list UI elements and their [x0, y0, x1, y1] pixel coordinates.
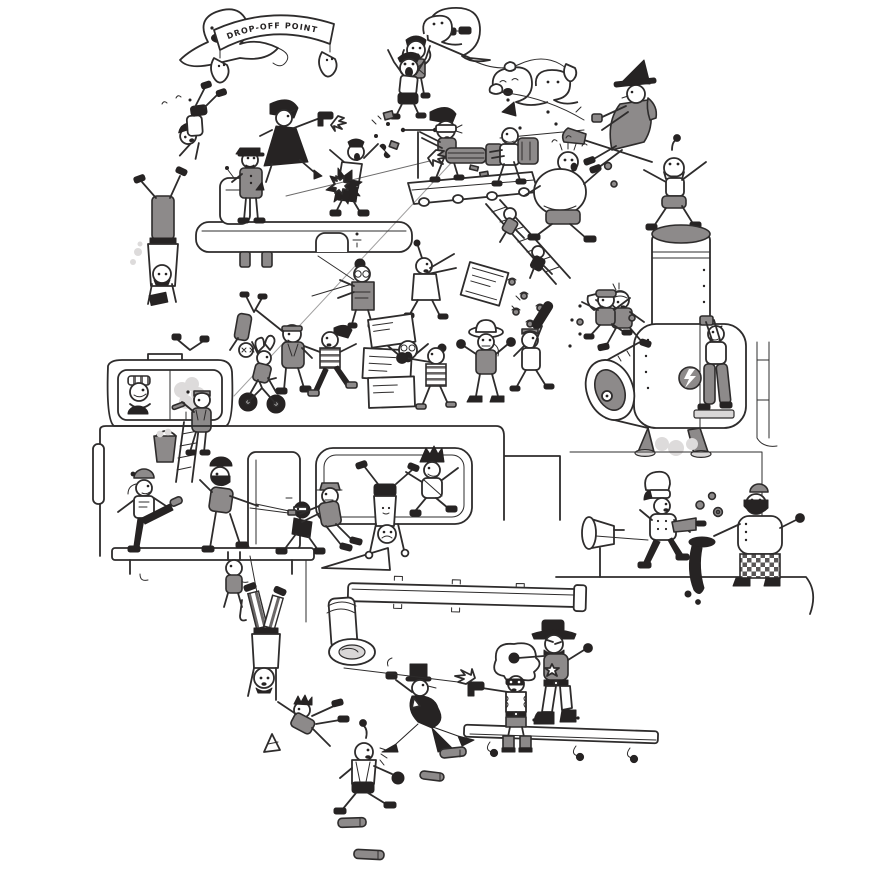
- sheriff: [508, 619, 593, 725]
- banner-ghost-left: [210, 57, 230, 84]
- stripe-puncher: [396, 343, 457, 410]
- lightning-badge: [678, 366, 702, 390]
- bullet-casings: [337, 746, 467, 861]
- muzzle-flash-icon: [454, 668, 476, 685]
- swung-kid: [229, 291, 268, 358]
- club-man: [509, 301, 555, 392]
- dropped-man: [387, 14, 463, 120]
- witch-body: [561, 59, 658, 174]
- minigunner: [233, 101, 539, 397]
- lightning-bolt-icon: [684, 369, 696, 388]
- muzzle-flash-icon: [427, 149, 448, 167]
- plank-fight: [111, 451, 391, 622]
- duel: [343, 619, 659, 764]
- truck-cab: [106, 333, 234, 483]
- mohawk-jumper: [405, 445, 459, 517]
- chef-cleaver: [637, 470, 724, 569]
- upper-platform: [195, 99, 413, 268]
- dandy: [381, 657, 475, 753]
- crate-thrower: [403, 239, 545, 337]
- duel-cart: [463, 723, 659, 764]
- cannon-boiler: [584, 224, 778, 459]
- fat-runner: [523, 135, 618, 243]
- grabbed-runner: [333, 719, 405, 815]
- banner-ghost-right: [318, 51, 338, 78]
- horn: [581, 516, 649, 578]
- pouf-gunslinger: [343, 642, 541, 753]
- witch: [488, 59, 658, 174]
- door-puller: [299, 482, 363, 552]
- strongman-swing: [229, 291, 313, 395]
- chef-stage: [555, 451, 815, 615]
- open-door: [247, 451, 301, 553]
- window-fighters: [299, 445, 459, 560]
- ghost-pair: [491, 63, 579, 106]
- hanging-man: [223, 551, 247, 622]
- rope-chain: [243, 555, 405, 815]
- bellhop: [219, 147, 266, 225]
- bottom-pipes: [326, 575, 588, 666]
- handstand-man: [130, 166, 188, 307]
- handstand-fighter: [355, 460, 420, 560]
- cyclist: [238, 334, 286, 414]
- running-girl: [303, 324, 358, 397]
- driver: [127, 375, 151, 415]
- sheriff-star-icon: [544, 663, 560, 677]
- brawl-cluster: [229, 239, 636, 410]
- big-chef: [684, 483, 805, 605]
- ladder-climbers: [485, 199, 571, 285]
- kicker-woman: [117, 468, 183, 553]
- gunslinger-woman: [255, 99, 347, 191]
- exploding-man: [325, 110, 400, 217]
- tumbling-man: [161, 80, 228, 160]
- mid-grabber: [277, 694, 350, 747]
- button-woman: [693, 315, 735, 419]
- scooter-rider: [419, 107, 465, 183]
- granny-knitter: [311, 255, 378, 329]
- bearded-man: [199, 456, 295, 553]
- explosion-debris: [371, 110, 400, 159]
- leaping-bandit: [576, 289, 636, 340]
- cowboy-brawler: [456, 319, 516, 403]
- muzzle-flash-icon: [330, 115, 347, 132]
- inverted-acrobat: [243, 582, 287, 701]
